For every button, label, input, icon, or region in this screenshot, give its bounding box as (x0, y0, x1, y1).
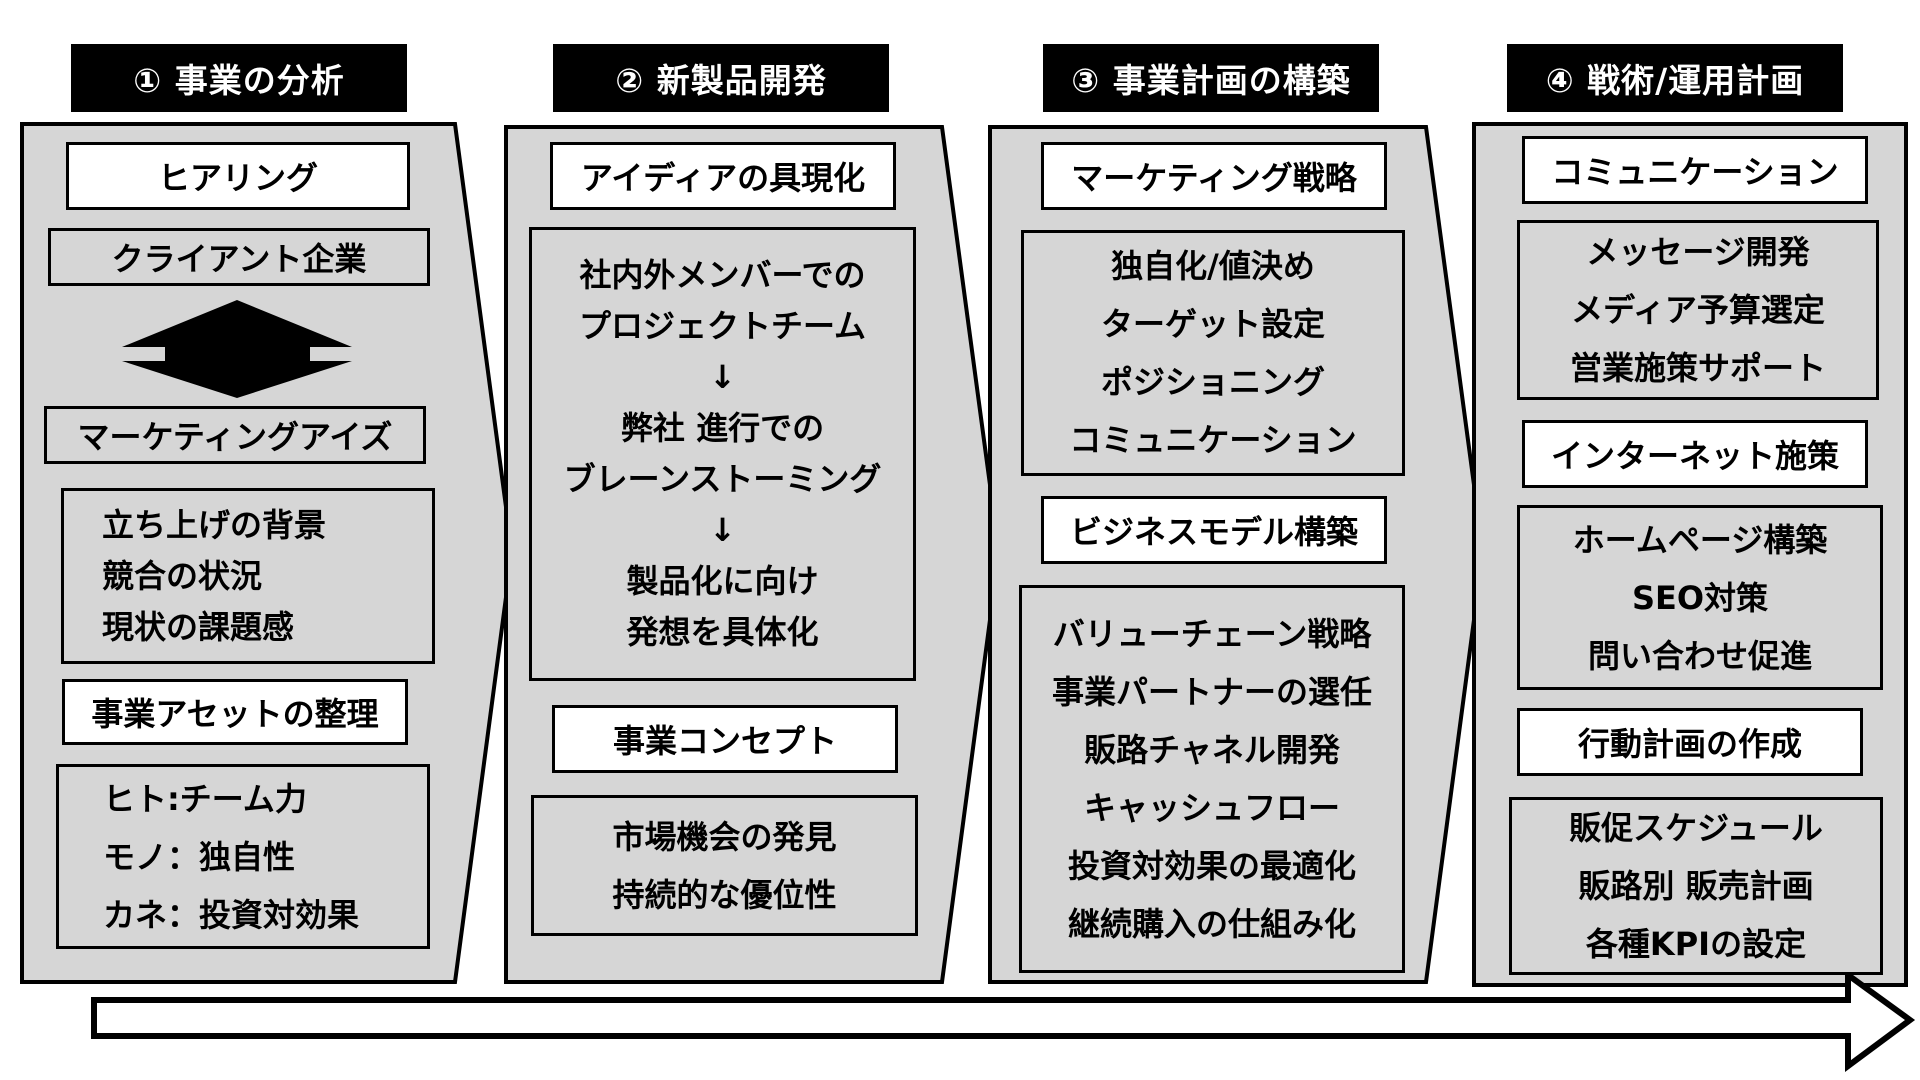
list-item: 社内外メンバーでの (579, 256, 866, 294)
list-item: モノ：独自性 (103, 837, 296, 876)
comm-list: メッセージ開発 メディア予算選定 営業施策サポート (1517, 220, 1879, 400)
internet-list: ホームページ構築 SEO対策 問い合わせ促進 (1517, 505, 1883, 690)
list-item: 独自化/値決め (1111, 247, 1315, 285)
list-item: メディア予算選定 (1571, 291, 1825, 329)
concept-list: 市場機会の発見 持続的な優位性 (531, 795, 918, 936)
list-item: 各種KPIの設定 (1585, 925, 1807, 963)
list-item: ターゲット設定 (1100, 305, 1325, 343)
list-item: ブレーンストーミング (563, 460, 882, 498)
list-item: ホームページ構築 (1572, 520, 1828, 559)
stage4-header: ④ 戦術/運用計画 (1507, 44, 1843, 112)
client-label: クライアント企業 (48, 228, 430, 286)
hearing-label: ヒアリング (66, 142, 410, 210)
list-item: 製品化に向け (626, 562, 819, 600)
down-arrow-icon: ↓ (709, 511, 736, 549)
timeline-arrow-icon (91, 969, 1916, 1072)
list-item: 継続購入の仕組み化 (1067, 905, 1356, 943)
bidirectional-arrow-icon (122, 300, 352, 398)
list-item: SEO対策 (1631, 578, 1769, 617)
idea-title: アイディアの具現化 (550, 142, 896, 210)
list-item: コミュニケーション (1069, 421, 1357, 459)
list-item: 投資対効果の最適化 (1067, 847, 1356, 885)
list-item: 立ち上げの背景 (102, 505, 327, 544)
list-item: 問い合わせ促進 (1587, 636, 1812, 675)
list-item: 競合の状況 (102, 556, 263, 595)
marketing-eyes-label: マーケティングアイズ (44, 406, 426, 464)
list-item: カネ：投資対効果 (103, 895, 360, 934)
list-item: 持続的な優位性 (612, 875, 837, 914)
assets-title: 事業アセットの整理 (62, 679, 408, 745)
stage2-header: ② 新製品開発 (553, 44, 889, 112)
background-list: 立ち上げの背景 競合の状況 現状の課題感 (61, 488, 435, 664)
list-item: 現状の課題感 (102, 607, 295, 646)
assets-list: ヒト:チーム力 モノ：独自性 カネ：投資対効果 (56, 764, 430, 949)
list-item: ポジショニング (1100, 363, 1325, 401)
list-item: 弊社 進行での (620, 409, 825, 447)
list-item: ヒト:チーム力 (103, 779, 307, 818)
plan-list: 販促スケジュール 販路別 販売計画 各種KPIの設定 (1509, 797, 1883, 975)
list-item: 販路別 販売計画 (1578, 867, 1814, 905)
list-item: プロジェクトチーム (578, 307, 867, 345)
strategy-title: マーケティング戦略 (1041, 142, 1387, 210)
model-title: ビジネスモデル構築 (1041, 496, 1387, 564)
plan-title: 行動計画の作成 (1517, 708, 1863, 776)
list-item: 事業パートナーの選任 (1051, 673, 1372, 711)
list-item: 販促スケジュール (1569, 809, 1823, 847)
concept-title: 事業コンセプト (552, 705, 898, 773)
comm-title: コミュニケーション (1522, 136, 1868, 204)
list-item: キャッシュフロー (1083, 789, 1340, 827)
list-item: 市場機会の発見 (612, 817, 837, 856)
list-item: バリューチェーン戦略 (1052, 615, 1372, 653)
stage1-header: ① 事業の分析 (71, 44, 407, 112)
list-item: 販路チャネル開発 (1084, 731, 1340, 769)
strategy-list: 独自化/値決め ターゲット設定 ポジショニング コミュニケーション (1021, 230, 1405, 476)
list-item: 営業施策サポート (1569, 349, 1826, 387)
marketing-eyes-text: マーケティングアイズ (77, 418, 393, 456)
stage3-header: ③ 事業計画の構築 (1043, 44, 1379, 112)
process-list: 社内外メンバーでの プロジェクトチーム ↓ 弊社 進行での ブレーンストーミング… (529, 227, 916, 681)
list-item: 発想を具体化 (626, 613, 819, 651)
model-list: バリューチェーン戦略 事業パートナーの選任 販路チャネル開発 キャッシュフロー … (1019, 585, 1405, 973)
down-arrow-icon: ↓ (709, 358, 736, 396)
client-text: クライアント企業 (111, 240, 367, 278)
internet-title: インターネット施策 (1522, 420, 1868, 488)
list-item: メッセージ開発 (1586, 233, 1810, 271)
